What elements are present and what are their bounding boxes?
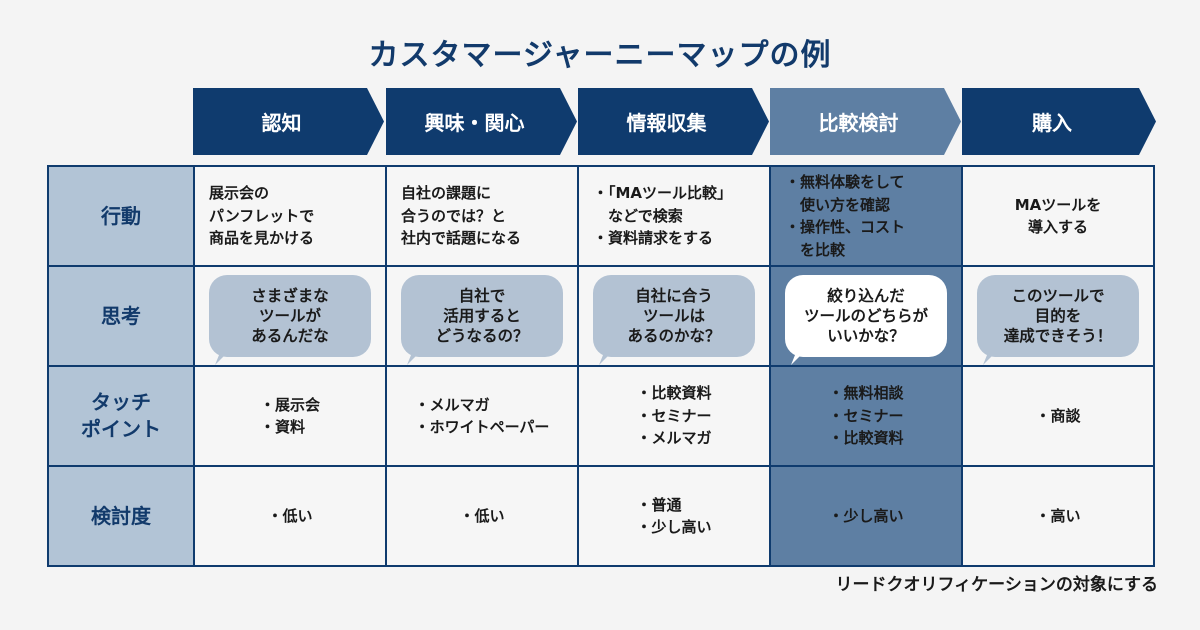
action-cell: 展示会の パンフレットで 商品を見かける: [209, 184, 315, 248]
stage-interest: 興味・関心: [386, 88, 577, 155]
page-title: カスタマージャーニーマップの例: [368, 38, 832, 73]
touchpoint-item: メルマガ: [636, 427, 712, 450]
touchpoint-item: 商談: [1035, 405, 1081, 428]
touchpoint-item: セミナー: [636, 405, 712, 428]
stage-awareness: 認知: [193, 88, 384, 155]
row-touchpoint: タッチ ポイント 展示会資料 メルマガホワイトペーパー 比較資料セミナーメルマガ…: [47, 365, 1155, 467]
stage-information-gathering: 情報収集: [578, 88, 769, 155]
touchpoint-item: ホワイトペーパー: [415, 416, 550, 439]
row-action: 行動 展示会の パンフレットで 商品を見かける 自社の課題に 合うのでは？と 社…: [47, 165, 1155, 267]
stage-comparison: 比較検討: [770, 88, 961, 155]
speech-bubble: 自社で 活用すると どうなるの？: [401, 275, 563, 357]
touchpoint-item: 無料相談: [828, 382, 904, 405]
consideration-item: 少し高い: [636, 516, 712, 539]
row-label-action: 行動: [47, 165, 195, 267]
row-label-touchpoint: タッチ ポイント: [47, 365, 195, 467]
touchpoint-item: 資料: [260, 416, 320, 439]
consideration-item: 普通: [636, 494, 711, 517]
action-cell: ・無料体験をして 使い方を確認 ・操作性、コスト を比較: [785, 173, 906, 259]
action-cell: ・「MAツール比較」 などで検索 ・資料請求をする: [593, 184, 733, 248]
action-cell: 自社の課題に 合うのでは？と 社内で話題になる: [401, 184, 522, 248]
touchpoint-item: メルマガ: [415, 394, 550, 417]
touchpoint-item: 比較資料: [828, 427, 904, 450]
speech-bubble: さまざまな ツールが あるんだな: [209, 275, 371, 357]
consideration-item: 低い: [267, 505, 313, 528]
action-cell: MAツールを 導入する: [1014, 195, 1102, 237]
consideration-item: 少し高い: [828, 505, 904, 528]
stage-purchase: 購入: [962, 88, 1156, 155]
speech-bubble: 自社に合う ツールは あるのかな？: [593, 275, 755, 357]
row-label-thought: 思考: [47, 265, 195, 367]
row-label-consideration: 検討度: [47, 465, 195, 567]
touchpoint-item: 比較資料: [636, 382, 712, 405]
touchpoint-item: 展示会: [260, 394, 320, 417]
touchpoint-item: セミナー: [828, 405, 904, 428]
speech-bubble: このツールで 目的を 達成できそう！: [977, 275, 1139, 357]
footnote: リードクオリフィケーションの対象にする: [835, 575, 1159, 595]
consideration-item: 高い: [1035, 505, 1081, 528]
journey-table: 行動 展示会の パンフレットで 商品を見かける 自社の課題に 合うのでは？と 社…: [47, 165, 1155, 567]
speech-bubble: 絞り込んだ ツールのどちらが いいかな？: [785, 275, 947, 357]
row-consideration: 検討度 低い 低い 普通少し高い 少し高い 高い: [47, 465, 1155, 567]
consideration-item: 低い: [459, 505, 505, 528]
row-thought: 思考 さまざまな ツールが あるんだな 自社で 活用すると どうなるの？ 自社に…: [47, 265, 1155, 367]
